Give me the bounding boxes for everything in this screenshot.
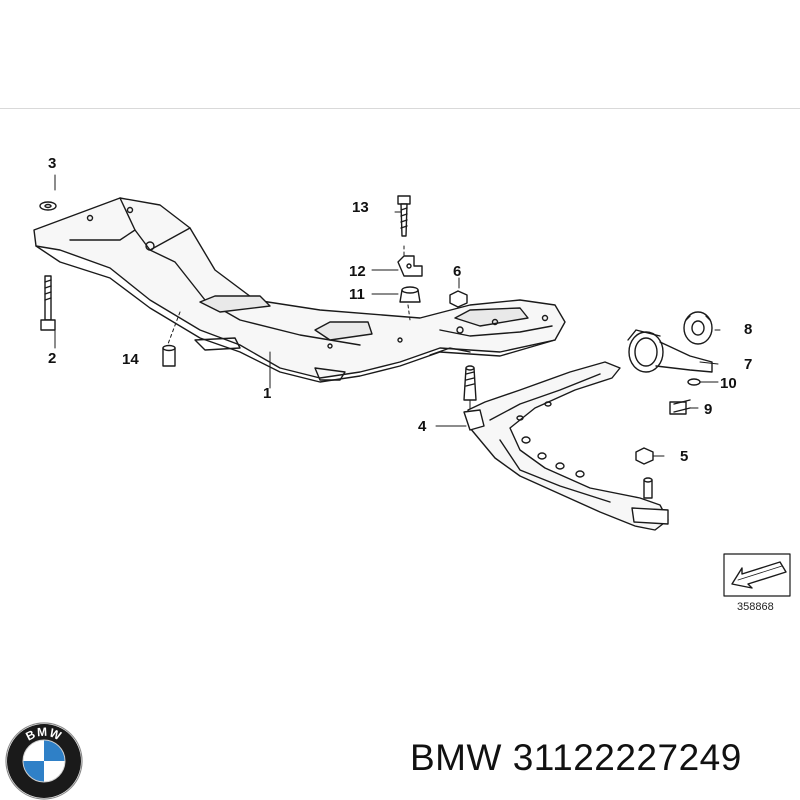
leader-lines bbox=[54, 174, 721, 457]
label-part-9: 9 bbox=[704, 401, 712, 418]
bolt-part-9 bbox=[669, 399, 691, 415]
bush-part-11 bbox=[399, 286, 421, 303]
part-labels: 1 2 3 4 5 6 7 8 9 10 11 12 13 14 bbox=[48, 155, 752, 465]
bracket-part-7 bbox=[627, 329, 713, 373]
label-part-3: 3 bbox=[48, 155, 56, 172]
part-number-caption: BMW 31122227249 bbox=[410, 737, 742, 778]
top-divider bbox=[0, 108, 800, 109]
label-part-12: 12 bbox=[349, 263, 366, 280]
label-part-2: 2 bbox=[48, 350, 56, 367]
label-part-4: 4 bbox=[418, 418, 427, 435]
washer-part-10 bbox=[687, 378, 701, 386]
label-part-7: 7 bbox=[744, 356, 752, 373]
label-part-10: 10 bbox=[720, 375, 737, 392]
label-part-6: 6 bbox=[453, 263, 461, 280]
label-part-11: 11 bbox=[349, 286, 365, 303]
reference-code: 358868 bbox=[737, 601, 774, 613]
label-part-8: 8 bbox=[744, 321, 752, 338]
rubber-mount-part-8 bbox=[683, 311, 713, 345]
logo-text: BMW bbox=[23, 725, 63, 744]
sleeve-part-14 bbox=[162, 344, 176, 367]
label-part-1: 1 bbox=[263, 385, 271, 402]
bracket-part-12 bbox=[397, 255, 423, 277]
parts-diagram: 1 2 3 4 5 6 7 8 9 10 11 12 13 14 358868 bbox=[33, 155, 791, 613]
label-part-14: 14 bbox=[122, 351, 139, 368]
nut-part-5 bbox=[635, 447, 654, 465]
washer-part-3 bbox=[39, 201, 57, 211]
screw-part-13 bbox=[397, 195, 411, 237]
bmw-logo: BMW bbox=[5, 722, 83, 800]
svg-text:BMW: BMW bbox=[23, 725, 64, 744]
view-direction-box: 358868 bbox=[723, 553, 791, 613]
nut-part-6 bbox=[449, 290, 468, 308]
ball-joint-part-4 bbox=[463, 365, 477, 401]
control-arm bbox=[463, 361, 669, 531]
label-part-5: 5 bbox=[680, 448, 688, 465]
bolt-part-2 bbox=[40, 275, 56, 331]
label-part-13: 13 bbox=[352, 199, 369, 216]
subframe-carrier bbox=[33, 197, 566, 383]
